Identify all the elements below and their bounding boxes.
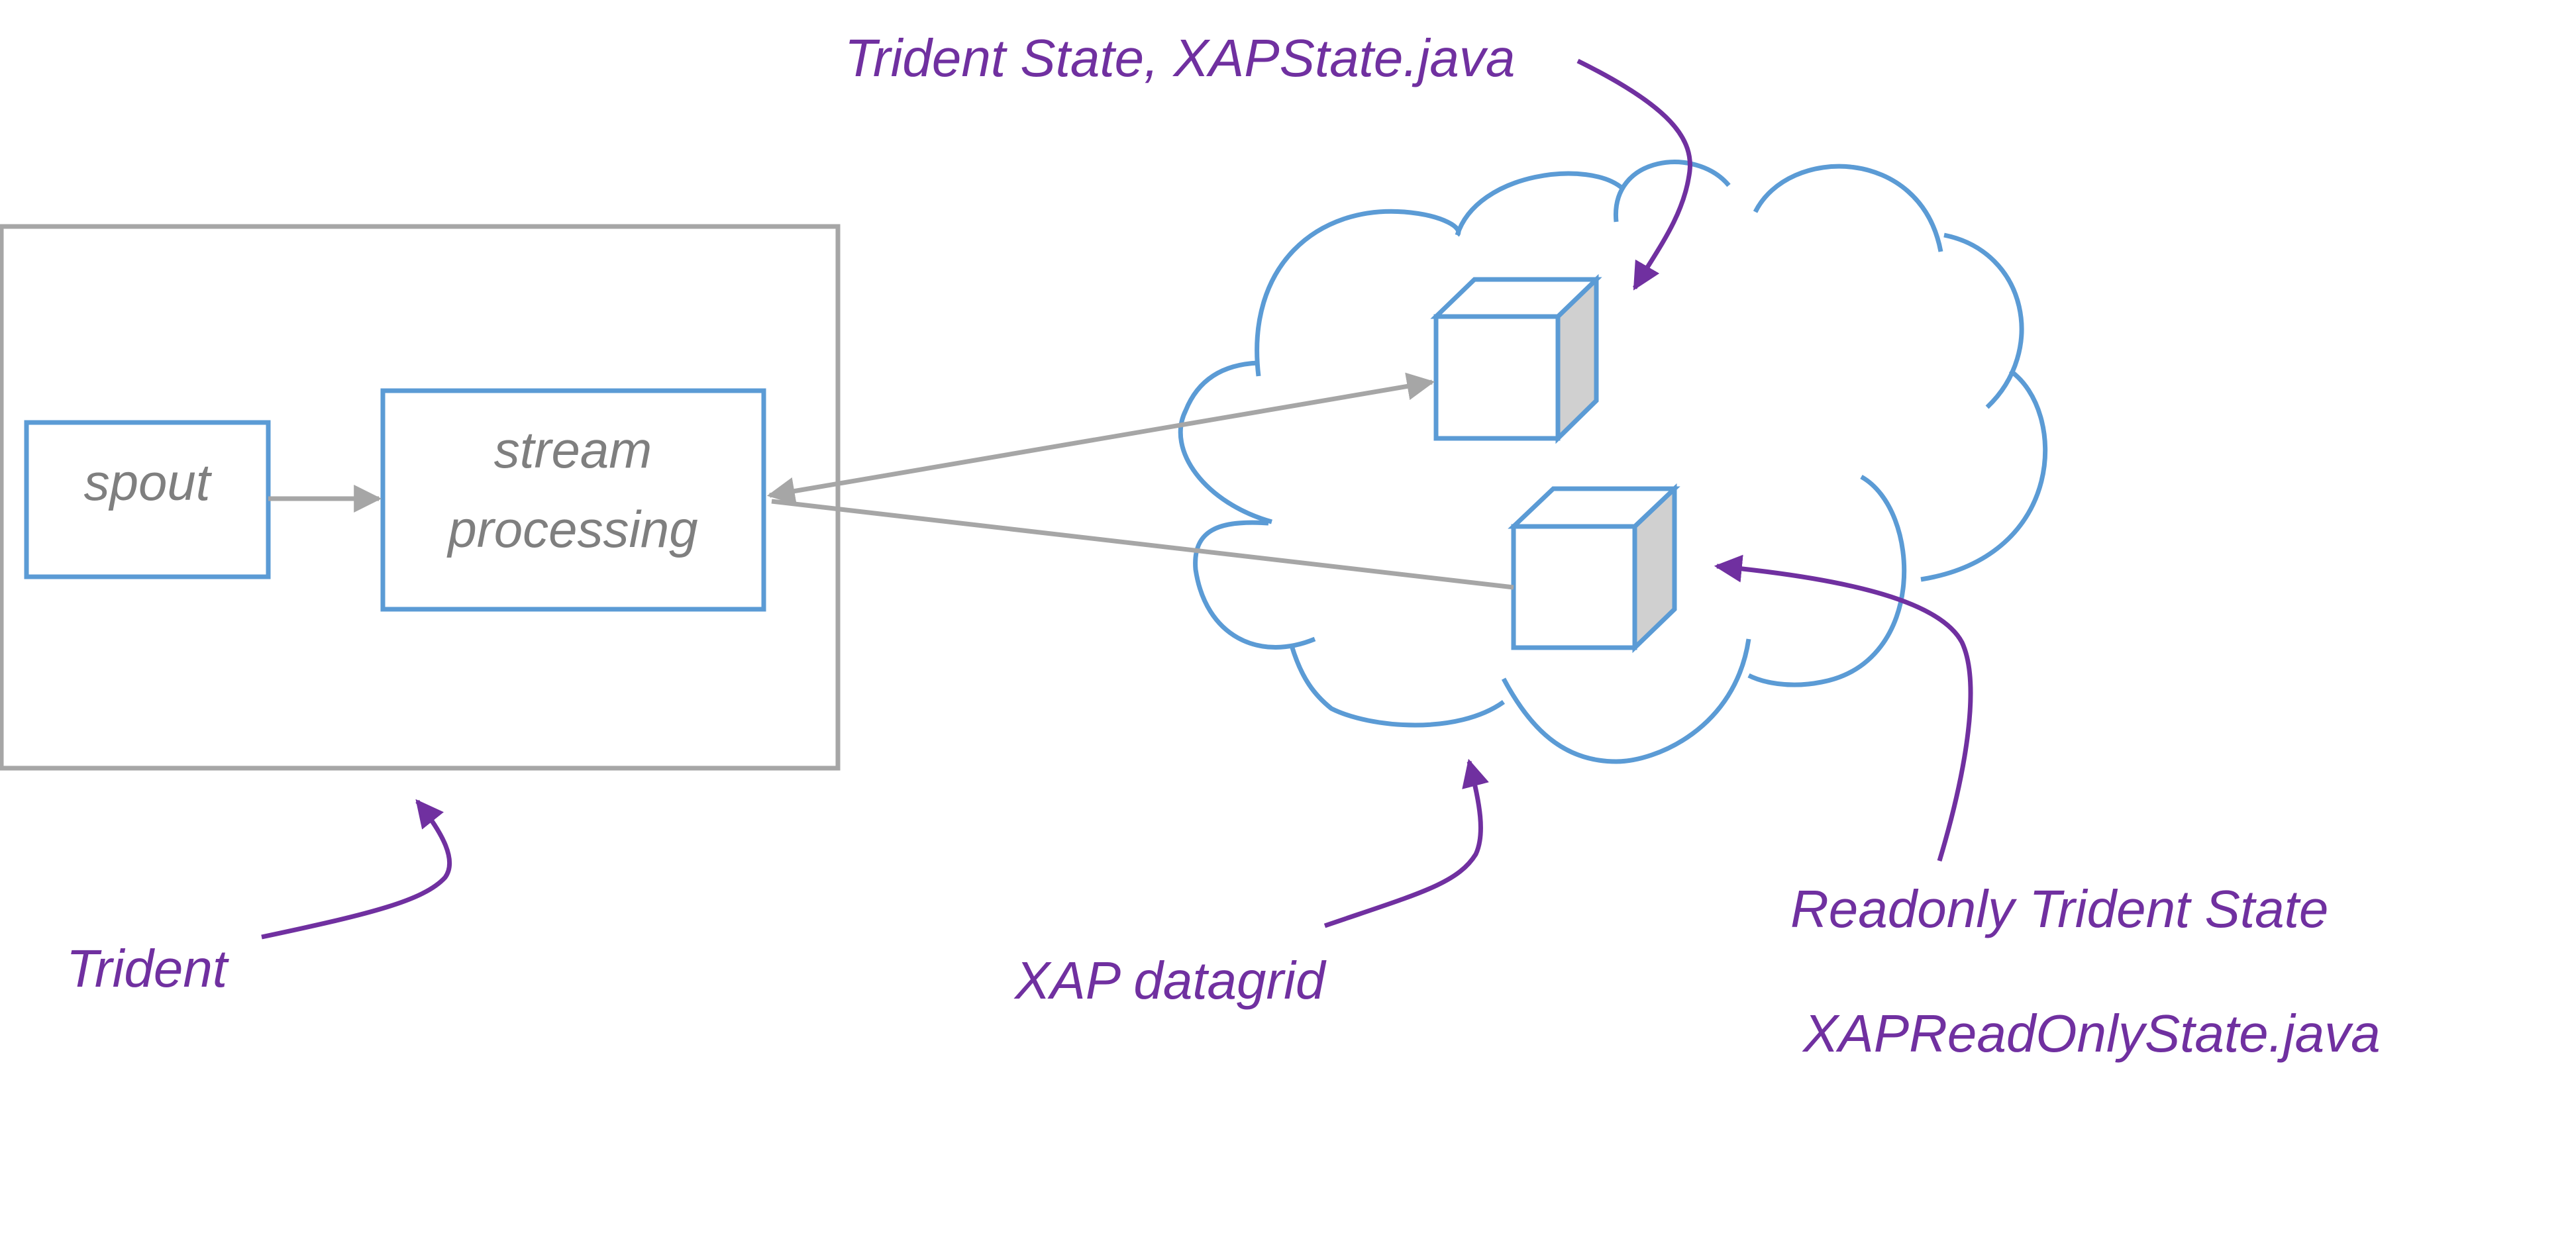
trident-state-label: Trident State, XAPState.java [845,28,1515,87]
stream-processing-box: stream processing [380,388,766,612]
stream-state-arrow [766,372,1435,505]
readonly-state-label: Readonly Trident State [1790,879,2328,938]
spout-box: spout [24,420,271,579]
stream-processing-label-line1: stream [494,421,652,479]
xap-datagrid-pointer [1323,758,1489,928]
trident-state-pointer [1576,58,1692,291]
readonly-to-stream-line [771,499,1514,590]
readonly-state-pointer [1714,554,1973,862]
spout-label: spout [84,453,213,511]
readonly-state-file-label: XAPReadOnlyState.java [1802,1004,2381,1063]
state-cube [1430,273,1602,444]
trident-label: Trident [66,939,229,998]
readonly-cube [1508,483,1680,654]
trident-pointer [261,799,452,940]
cloud-icon [1178,160,2048,764]
stream-processing-label-line2: processing [446,500,697,558]
xap-datagrid-label: XAP datagrid [1013,951,1327,1010]
